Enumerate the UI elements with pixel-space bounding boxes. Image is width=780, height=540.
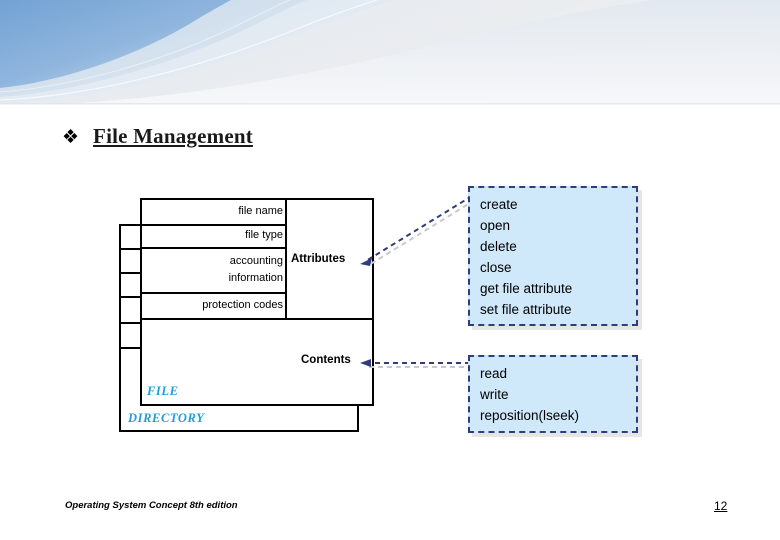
page-number: 12 [714,499,728,513]
row-label-information: information [228,272,283,284]
directory-tick-4 [119,322,141,324]
attributes-column-divider [285,198,287,318]
callout-attributes: Attributes [291,253,346,265]
operation-item: create [480,197,518,212]
attribute-operations-box: create open delete close get file attrib… [468,186,638,326]
operation-item: open [480,218,511,233]
diamond-bullet-icon: ❖ [62,127,80,148]
operation-item: read [480,366,508,381]
contents-connector-arrow [360,359,371,367]
page-title: ❖ File Management [62,124,253,149]
file-box [140,198,374,406]
row-label-protection-codes: protection codes [202,299,283,311]
slide-banner [0,0,780,110]
file-label: FILE [147,384,179,398]
banner-artwork [0,0,780,110]
attributes-connector-shadow [368,199,476,266]
footer-note: Operating System Concept 8th edition [65,500,238,511]
directory-tick-1 [119,248,141,250]
directory-tick-5 [119,347,141,349]
attributes-connector-arrow [360,258,372,266]
directory-tick-3 [119,296,141,298]
row-separator-2 [140,247,286,249]
attributes-connector-line [365,195,473,262]
row-separator-1 [140,224,286,226]
operation-item: write [480,387,509,402]
page-title-text: File Management [93,124,253,148]
contents-operations-box: read write reposition(lseek) [468,355,638,433]
directory-box [119,224,359,432]
operation-item: close [480,260,512,275]
row-separator-3 [140,292,286,294]
callout-contents: Contents [301,354,351,366]
attributes-contents-separator [140,318,374,320]
directory-label: DIRECTORY [128,411,205,425]
operation-item: set file attribute [480,302,572,317]
operation-item: get file attribute [480,281,573,296]
row-label-accounting: accounting [229,255,283,267]
operation-item: reposition(lseek) [480,408,580,423]
directory-tick-2 [119,272,141,274]
operation-item: delete [480,239,517,254]
row-label-file-type: file type [245,229,283,241]
row-label-file-name: file name [238,205,283,217]
